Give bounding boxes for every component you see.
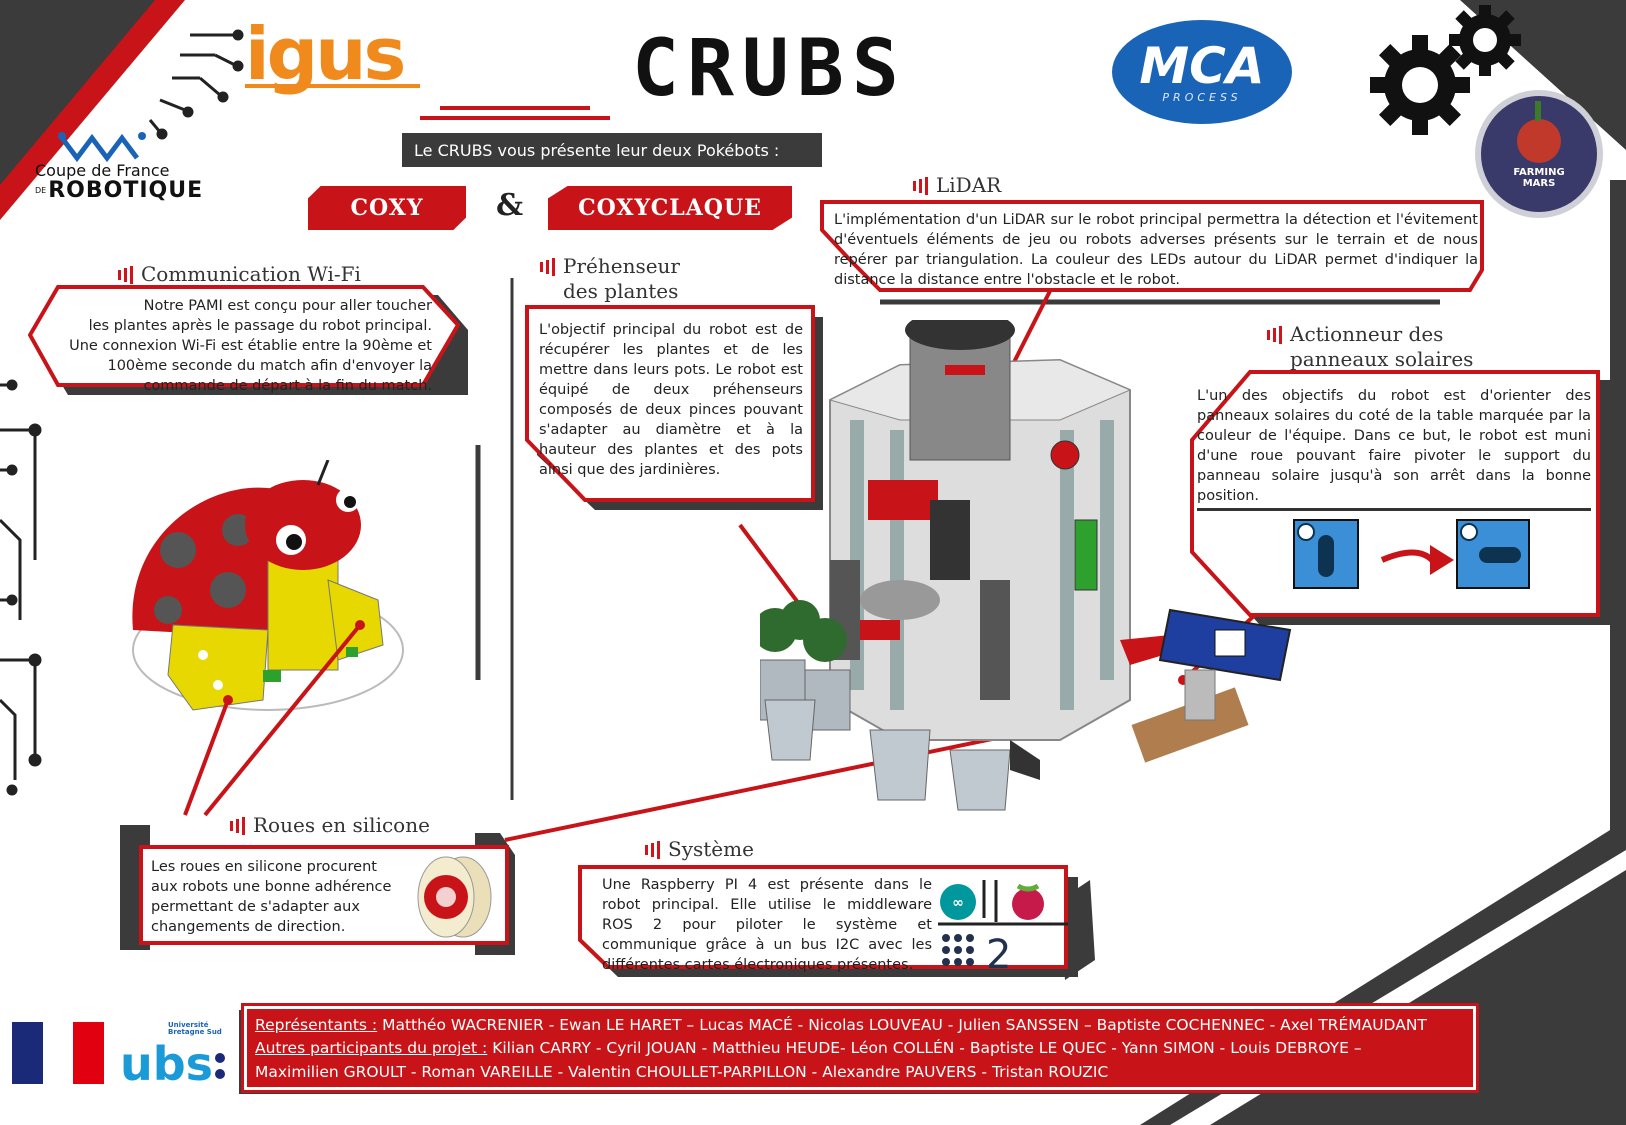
lidar-text: L'implémentation d'un LiDAR sur le robot… [834,212,1478,288]
mars-planet-icon [1517,101,1561,163]
intro-banner: Le CRUBS vous présente leur deux Pokébot… [402,133,822,167]
gears-icon [1370,5,1521,135]
ros2-icon [942,934,974,966]
wifi-text: Notre PAMI est conçu pour aller toucher … [69,298,432,394]
svg-text:ubs: ubs [120,1037,213,1084]
french-flag [12,1022,105,1084]
wifi-title: Communication Wi-Fi [118,262,361,287]
coupe-de-france-logo: Coupe de France DE ROBOTIQUE [35,130,205,202]
arduino-icon [940,884,976,920]
solar-divider [1197,508,1591,511]
roues-box: Les roues en silicone procurent aux robo… [139,845,509,945]
ubs-letters-icon: ubs [120,1037,225,1084]
igus-logo: igus [245,18,420,90]
main-robot-image [760,320,1292,811]
section-marker-icon [645,837,660,859]
preh-text: L'objectif principal du robot est de réc… [539,322,803,478]
svg-text:∞: ∞ [952,895,964,911]
ladybug-robot-image [132,460,404,711]
crubs-logo: CRUBS [632,24,907,114]
robot-coxy-label: COXY [308,186,466,230]
systeme-title: Système [645,837,754,862]
participants-banner: Représentants : Matthéo WACRENIER - Ewan… [241,1003,1479,1093]
preh-frame [525,305,823,510]
wifi-frame [28,285,468,395]
silicone-wheel-icon [417,856,492,938]
cdr-wave-icon [58,132,146,162]
section-marker-icon [118,262,133,284]
ubs-logo: Université Bretagne Sud ubs [120,1022,230,1084]
ladybug-pointer-lines [183,620,365,817]
solar-rotation-diagram [1293,519,1530,589]
solar-text: L'un des objectifs du robot est d'orient… [1197,388,1591,504]
lidar-title: LiDAR [913,173,1001,198]
robot-coxyclaque-label: COXYCLAQUE [548,186,792,230]
systeme-text: Une Raspberry PI 4 est présente dans le … [602,877,932,973]
section-marker-icon [913,173,928,195]
raspberry-pi-icon [1012,888,1044,920]
svg-text:2: 2 [986,932,1011,970]
lidar-frame [820,200,1484,305]
ampersand: & [496,188,524,223]
roues-title: Roues en silicone [230,813,430,838]
tech-logos: ∞ 2 [938,880,1068,978]
section-marker-icon [1267,322,1282,344]
mca-logo: MCA PROCESS [1112,20,1292,124]
farming-mars-badge: FARMING MARS [1475,90,1603,218]
section-marker-icon [540,254,555,276]
systeme-logos: ∞ 2 [938,878,1068,978]
section-marker-icon [230,813,245,835]
